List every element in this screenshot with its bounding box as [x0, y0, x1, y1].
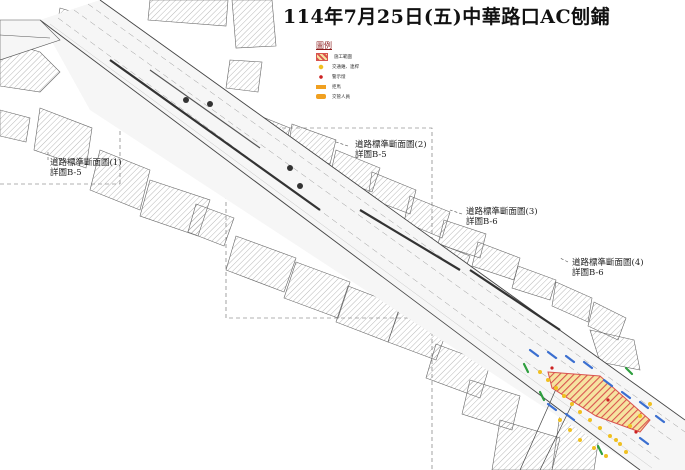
legend-label: 交管人員 [332, 94, 350, 100]
barrier-icon [316, 84, 326, 89]
section-callout-2: 道路標準斷面圖(2) 詳圖B-5 [355, 140, 427, 160]
traffic-cones [538, 370, 652, 458]
callout-title: 道路標準斷面圖(3) [466, 207, 538, 217]
legend-item-cones: 交通錐、連桿 [316, 62, 359, 71]
legend-item-barrier: 拒馬 [316, 82, 341, 91]
warning-lights [550, 366, 638, 434]
callout-title: 道路標準斷面圖(2) [355, 140, 427, 150]
legend-label: 施工範圍 [334, 54, 352, 60]
callout-title: 道路標準斷面圖(1) [50, 158, 122, 168]
legend-item-traffic-officer: 交管人員 [316, 92, 350, 101]
page-title: 114年7月25日(五)中華路口AC刨鋪 [283, 6, 611, 28]
warning-light-icon [316, 73, 326, 80]
callout-detail: 詳圖B-6 [466, 217, 498, 227]
callout-detail: 詳圖B-5 [355, 150, 387, 160]
traffic-officer-icon [316, 94, 326, 99]
green-markers [522, 362, 634, 456]
cone-icon [316, 63, 326, 70]
callout-title: 道路標準斷面圖(4) [572, 258, 644, 268]
legend-item-warning-light: 警示燈 [316, 72, 346, 81]
legend-label: 拒馬 [332, 84, 341, 90]
hatch-icon [316, 52, 328, 61]
legend-item-work-zone: 施工範圍 [316, 52, 352, 61]
work-zone [547, 371, 651, 433]
callout-detail: 詳圖B-6 [572, 268, 604, 278]
legend-heading: 圖例 [316, 41, 332, 50]
section-callout-3: 道路標準斷面圖(3) 詳圖B-6 [466, 207, 538, 227]
legend-label: 警示燈 [332, 74, 346, 80]
section-callout-1: 道路標準斷面圖(1) 詳圖B-5 [50, 158, 122, 178]
callout-detail: 詳圖B-5 [50, 168, 82, 178]
section-callout-4: 道路標準斷面圖(4) 詳圖B-6 [572, 258, 644, 278]
legend-label: 交通錐、連桿 [332, 64, 359, 70]
lane-markers [528, 348, 666, 446]
callout-leaders [47, 141, 569, 263]
